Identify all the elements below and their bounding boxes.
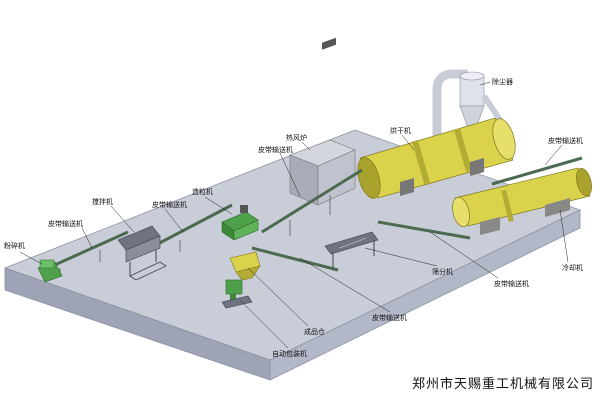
label-conveyor-4: 皮带输送机: [548, 136, 583, 145]
mixer: [117, 225, 167, 281]
label-hot-air-furnace: 热风炉: [286, 133, 307, 142]
conveyor-belt-1: [47, 230, 129, 270]
platform: [3, 129, 582, 381]
label-dust-collector: 除尘器: [492, 77, 513, 86]
conveyors: [47, 156, 583, 276]
leader-lines: [19, 81, 569, 349]
label-screener: 筛分机: [432, 267, 453, 276]
dryer-drum: [357, 117, 516, 199]
conveyor-belt-2: [149, 203, 233, 250]
cooler-drum: [452, 167, 592, 235]
label-conveyor-1: 皮带输送机: [48, 219, 83, 228]
label-auto-packer: 自动包装机: [272, 349, 307, 358]
platform-side: [269, 209, 581, 381]
crusher: [37, 259, 63, 283]
auto-packer: [221, 279, 253, 309]
company-name: 郑州市天赐重工机械有限公司: [412, 376, 594, 392]
conveyor-belt-5: [377, 220, 471, 240]
conveyor-belt-3: [261, 168, 363, 234]
label-dryer: 烘干机: [390, 126, 411, 135]
label-conveyor-5: 皮带输送机: [494, 279, 529, 288]
label-mixer: 搅拌机: [92, 197, 113, 206]
labels: 粉碎机 皮带输送机 搅拌机 皮带输送机 造粒机 热风炉 皮带输送机 除尘器 烘干…: [4, 77, 583, 358]
label-conveyor-3: 皮带输送机: [258, 145, 293, 154]
label-cooler: 冷却机: [562, 263, 583, 272]
finished-bin: [229, 251, 261, 281]
label-crusher: 粉碎机: [4, 241, 25, 250]
conveyor-belt-6: [251, 246, 339, 272]
label-conveyor-2: 皮带输送机: [152, 200, 187, 209]
dust-collector: [432, 69, 503, 140]
label-granulator: 造粒机: [192, 187, 213, 196]
granulator: [221, 205, 259, 241]
label-conveyor-6: 皮带输送机: [372, 313, 407, 322]
conveyor-belt-4: [491, 156, 583, 186]
screener: [324, 231, 379, 268]
label-finished-bin: 成品仓: [304, 327, 325, 336]
